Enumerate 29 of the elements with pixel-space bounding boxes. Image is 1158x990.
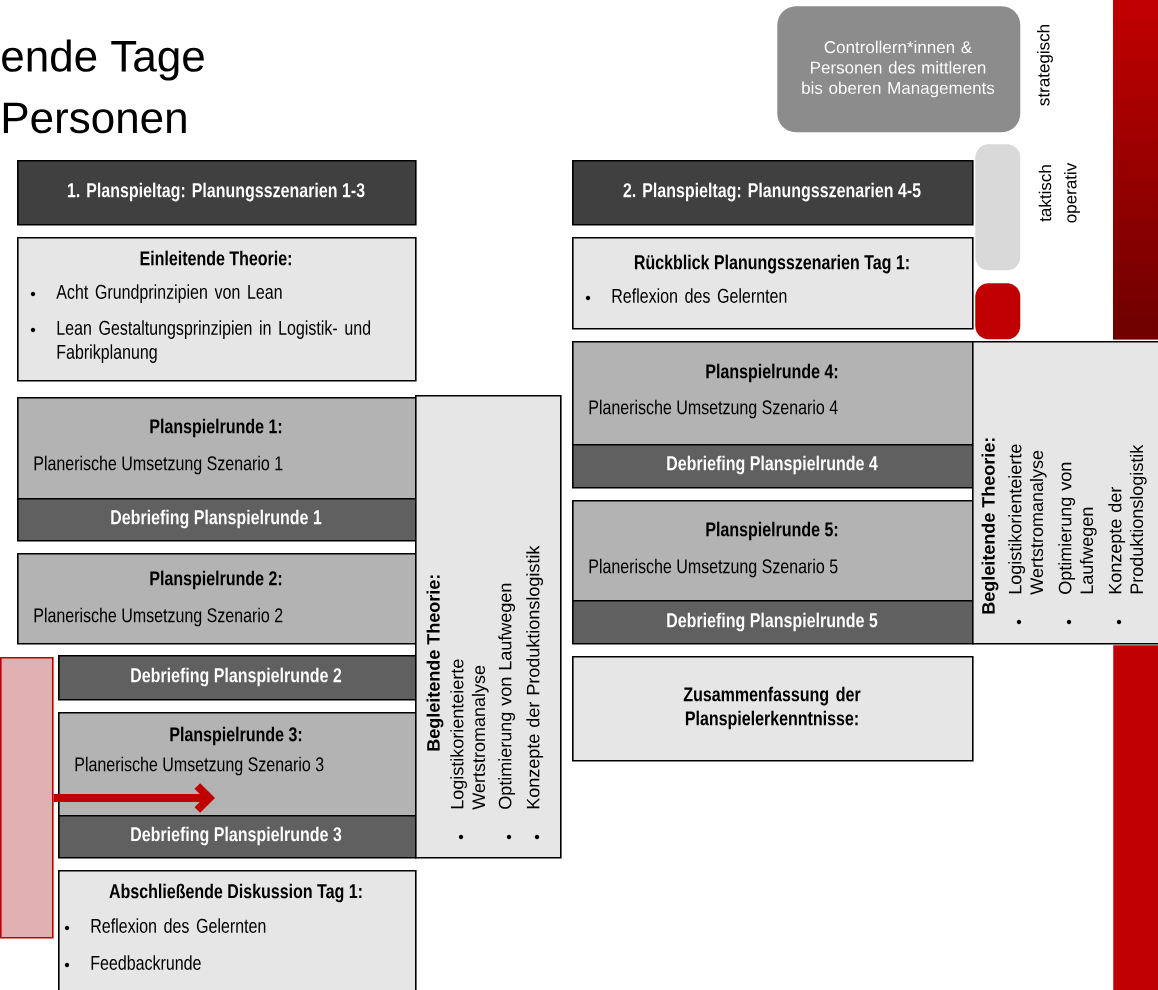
theory-box: Einleitende Theorie: Acht Grundprinzipien von Lean Lean Gestaltungsprinzipien in Logistik- und Fabrikplanung — [17, 237, 417, 382]
title: ende Tage — [2, 39, 204, 81]
debriefing-bar: Debriefing Planspielrunde 5 — [572, 600, 974, 645]
round-box: Planspielrunde 1: Planerische Umsetzung Szenario 1 — [17, 397, 417, 500]
target-group-box — [975, 144, 1021, 271]
title: Personen — [3, 102, 186, 134]
theory-sidebar: Begleitende Theorie: Logistikorienteierte Wertstromanalyse Optimierung von Laufwegen Konzepte der Produktionslogistik — [415, 395, 562, 859]
debriefing-bar: Debriefing Planspielrunde 1 — [17, 498, 417, 542]
theory-box: Rückblick Planungsszenarien Tag 1: Reflexion des Gelernten — [572, 237, 974, 330]
debriefing-bar: Debriefing Planspielrunde 2 — [58, 655, 417, 701]
side-bar — [1113, 645, 1158, 990]
theory-box: Abschließende Diskussion Tag 1: Reflexion des Gelernten Feedbackrunde — [58, 870, 417, 990]
level-label: taktisch — [1038, 165, 1052, 222]
round-box: Planspielrunde 4: Planerische Umsetzung Szenario 4 — [572, 341, 974, 446]
target-group-box — [975, 283, 1021, 340]
side-bar — [1113, 0, 1158, 340]
debriefing-bar: Debriefing Planspielrunde 4 — [572, 444, 974, 489]
round-box: Planspielrunde 3: Planerische Umsetzung Szenario 3 — [58, 712, 417, 817]
target-group-box: Controllern*innen & Personen des mittleren bis oberen Managements — [777, 6, 1021, 133]
day-header: 2. Planspieltag: Planungsszenarien 4-5 — [572, 160, 974, 226]
round-box: Planspielrunde 5: Planerische Umsetzung Szenario 5 — [572, 500, 974, 602]
day-header: 1. Planspieltag: Planungsszenarien 1-3 — [17, 160, 417, 226]
theory-sidebar: Begleitende Theorie: Logistikorienteierte Wertstromanalyse Optimierung von Laufwegen Konzepte der Produktionslogistik — [972, 341, 1158, 645]
round-box: Planspielrunde 2: Planerische Umsetzung Szenario 2 — [17, 553, 417, 645]
level-label: strategisch — [1037, 25, 1053, 106]
level-label: operativ — [1064, 162, 1080, 223]
debriefing-bar: Debriefing Planspielrunde 3 — [58, 815, 417, 859]
callout-box — [0, 657, 54, 939]
theory-box: Zusammenfassung der Planspielerkenntnisse: — [572, 656, 974, 762]
